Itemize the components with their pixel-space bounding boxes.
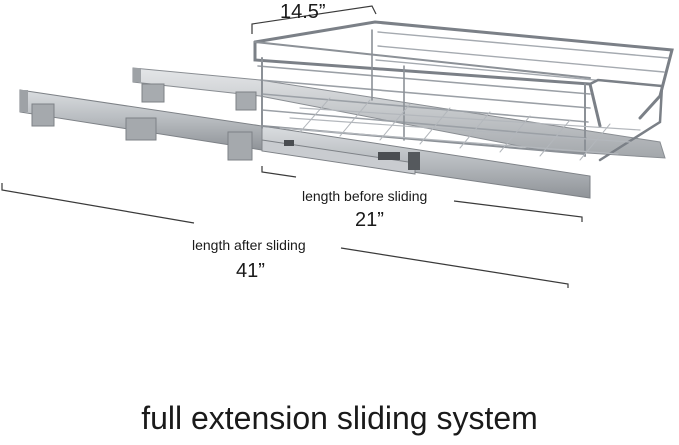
before-sliding-value: 21” [355, 209, 384, 231]
wire-basket [253, 20, 674, 162]
width-dimension-line [251, 5, 377, 34]
before-dimension-line-right [453, 200, 583, 222]
after-sliding-value: 41” [236, 260, 265, 282]
caption: full extension sliding system [141, 400, 538, 436]
width-dimension-label: 14.5” [280, 1, 326, 23]
front-slide-rail [19, 89, 591, 199]
after-dimension-line-left [1, 183, 195, 224]
before-dimension-line-left [261, 166, 297, 178]
after-dimension-line-right [340, 247, 569, 288]
before-sliding-label: length before sliding [302, 188, 428, 204]
dimension-lines [1, 5, 583, 288]
after-sliding-label: length after sliding [192, 237, 306, 253]
